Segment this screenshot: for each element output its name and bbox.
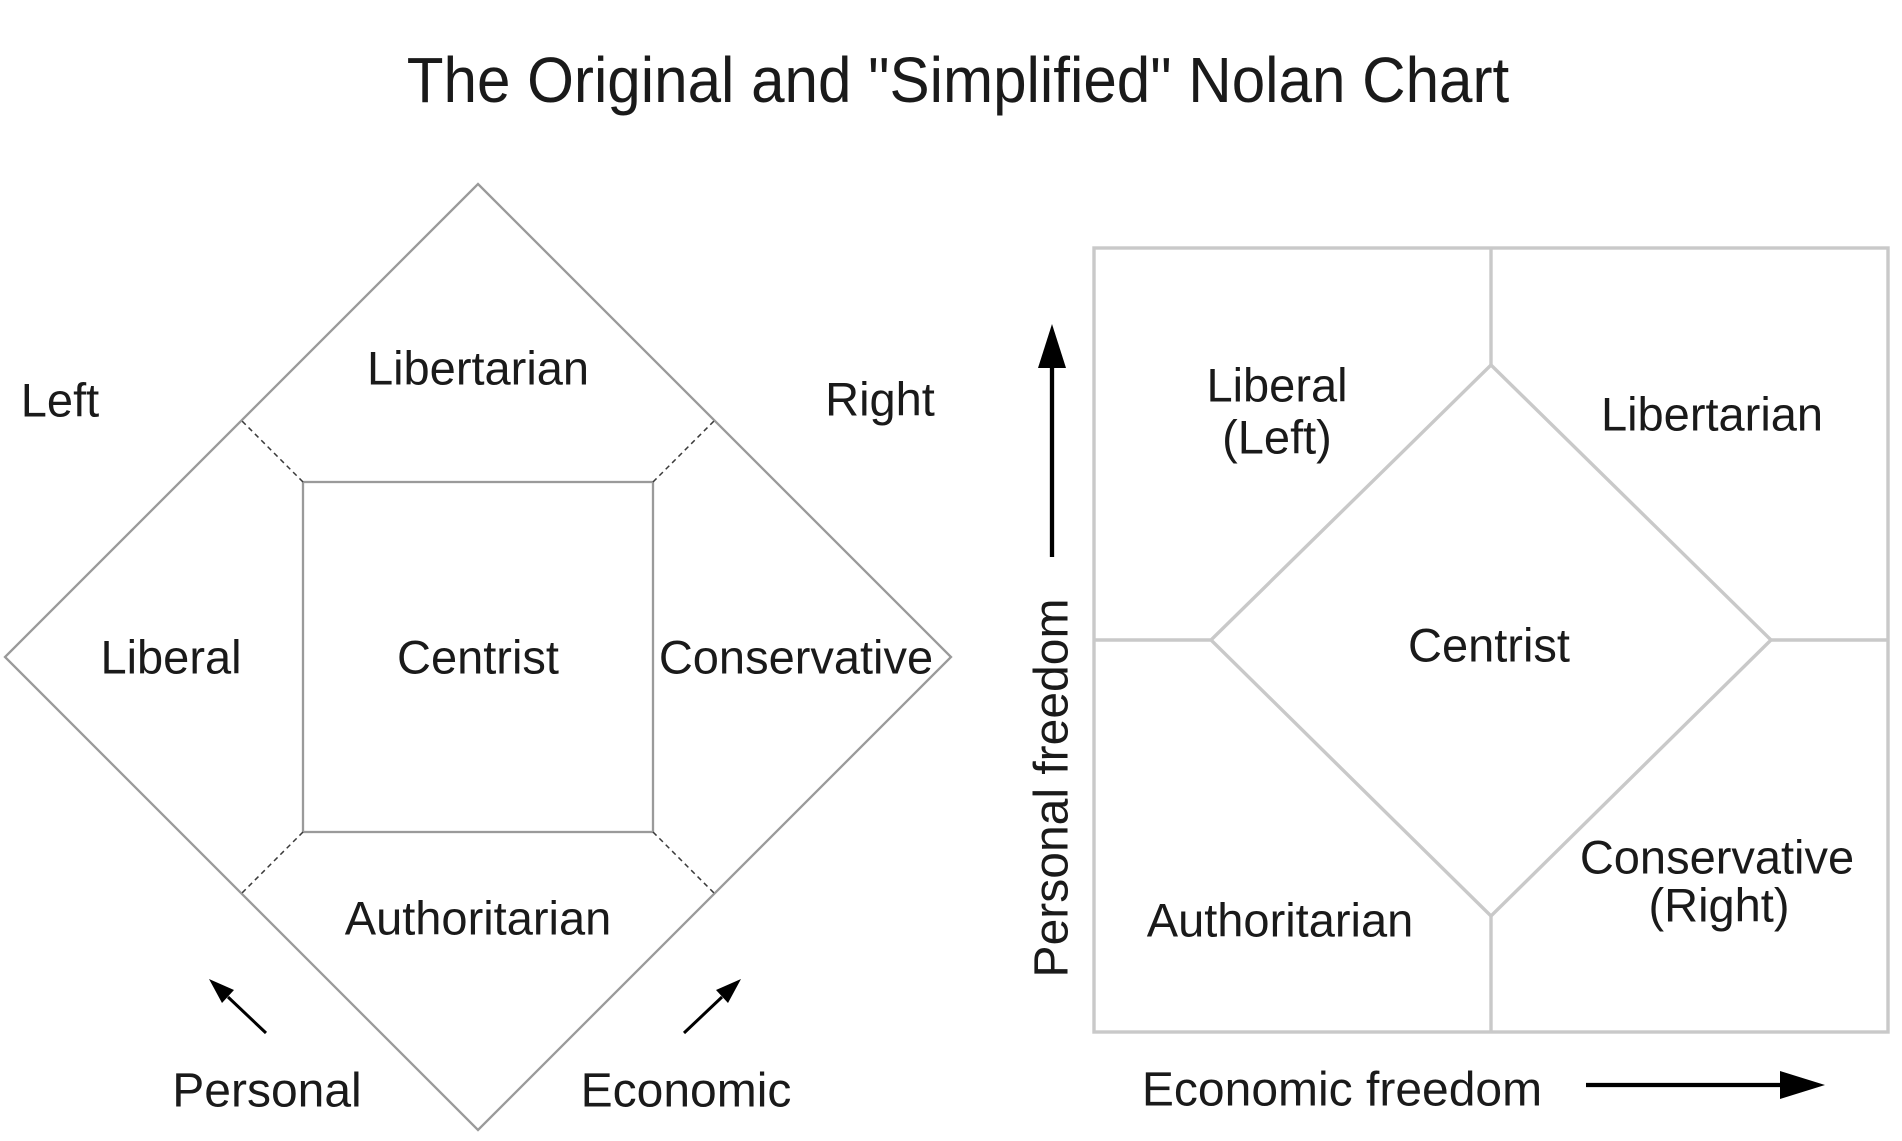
- original-region-liberal: Liberal: [100, 631, 241, 684]
- dashed-connector-bottom-left: [240, 831, 304, 895]
- original-nolan-chart: Libertarian Liberal Centrist Conservativ…: [3, 182, 953, 1132]
- original-label-right: Right: [825, 373, 935, 426]
- original-centrist-square: [301, 480, 655, 834]
- simplified-region-authoritarian: Authoritarian: [1147, 894, 1414, 947]
- original-axis-personal: Personal: [172, 1065, 361, 1118]
- original-label-left: Left: [21, 374, 99, 427]
- page-title: The Original and "Simplified" Nolan Char…: [407, 45, 1509, 116]
- dashed-connector-bottom-right: [652, 831, 716, 895]
- simplified-region-libertarian: Libertarian: [1601, 388, 1823, 441]
- economic-axis-arrow-icon: [682, 979, 741, 1035]
- simplified-axis-personal-freedom: Personal freedom: [1026, 599, 1079, 978]
- simplified-axis-economic-freedom: Economic freedom: [1142, 1064, 1542, 1117]
- original-region-authoritarian: Authoritarian: [345, 892, 612, 945]
- simplified-region-liberal-line2: (Left): [1222, 411, 1332, 464]
- original-axis-economic: Economic: [581, 1065, 792, 1118]
- simplified-region-liberal-line1: Liberal: [1206, 359, 1347, 412]
- personal-freedom-axis-arrow-icon: [1038, 324, 1066, 557]
- original-region-centrist: Centrist: [397, 631, 559, 684]
- simplified-region-conservative-line2: (Right): [1648, 879, 1789, 932]
- dashed-connector-top-left: [240, 419, 304, 483]
- economic-freedom-axis-arrow-icon: [1586, 1071, 1825, 1099]
- personal-axis-arrow-icon: [209, 979, 268, 1035]
- dashed-connector-top-right: [652, 419, 716, 483]
- simplified-region-conservative-line1: Conservative: [1580, 831, 1854, 884]
- simplified-nolan-chart: Liberal (Left) Libertarian Centrist Auth…: [1026, 246, 1890, 1117]
- simplified-region-centrist: Centrist: [1408, 619, 1570, 672]
- original-diamond-outline: [3, 182, 953, 1132]
- original-region-conservative: Conservative: [659, 631, 933, 684]
- original-region-libertarian: Libertarian: [367, 342, 589, 395]
